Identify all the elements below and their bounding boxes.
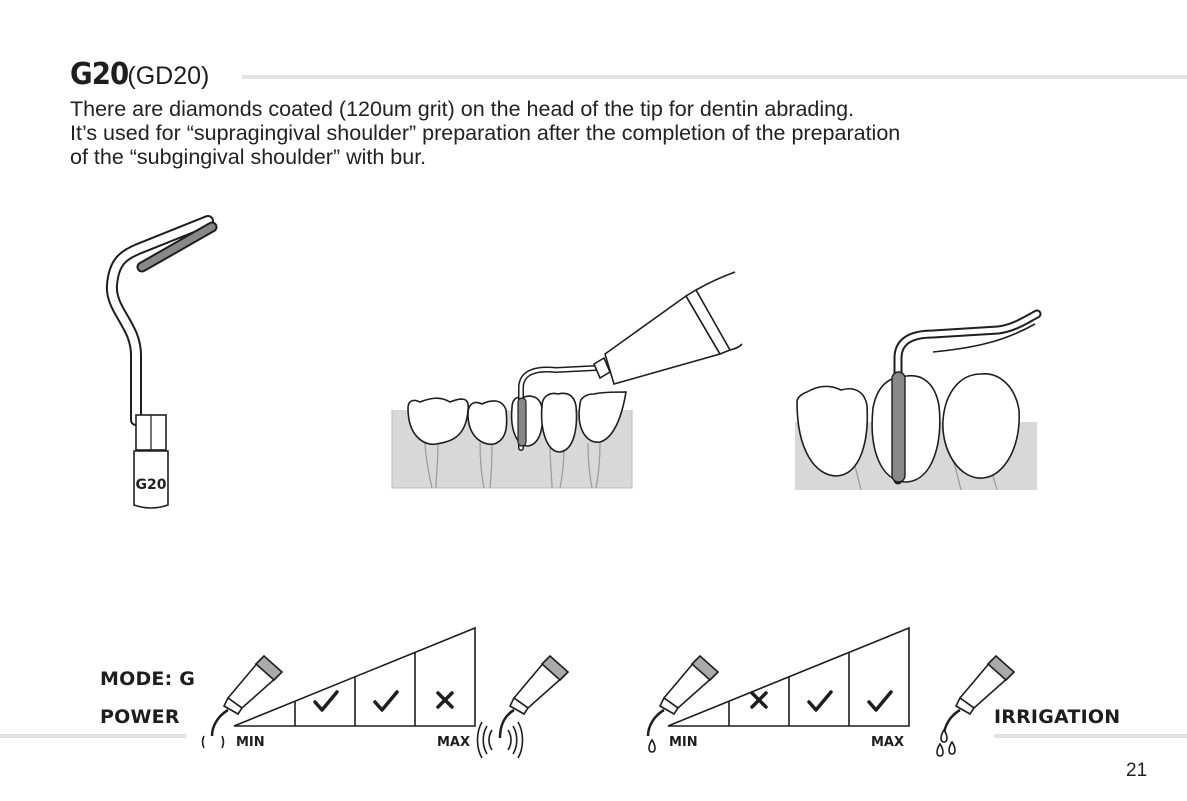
irrigation-level-scale <box>667 626 910 727</box>
tip-code: G20 <box>70 57 129 92</box>
power-level-check-mark <box>373 690 399 712</box>
power-min-label: MIN <box>236 735 265 750</box>
handpiece-low-irrigation-icon <box>646 654 720 753</box>
irrigation-level-cross-mark <box>750 691 768 709</box>
bottom-divider-right <box>994 734 1187 738</box>
description-line: There are diamonds coated (120um grit) o… <box>70 97 855 121</box>
handpiece-low-power-icon <box>201 654 284 749</box>
irrigation-max-label: MAX <box>871 735 905 750</box>
tip-engraving: G20 <box>136 477 167 493</box>
clinical-illustration-closeup <box>795 309 1042 491</box>
description: There are diamonds coated (120um grit) o… <box>70 97 1110 169</box>
power-max-label: MAX <box>437 735 471 750</box>
mode-label: MODE: G <box>100 668 196 690</box>
irrigation-level-check-mark <box>867 690 893 712</box>
tip-illustration: G20 <box>105 215 218 509</box>
description-line: It’s used for “supragingival shoulder” p… <box>70 121 901 145</box>
irrigation-label: IRRIGATION <box>994 706 1121 728</box>
power-level-check-mark <box>313 690 339 712</box>
page-title: G20(GD20) <box>70 60 209 90</box>
irrigation-min-label: MIN <box>669 735 698 750</box>
page-number: 21 <box>1126 760 1148 781</box>
power-level-cross-mark <box>436 691 454 709</box>
handpiece-high-power-icon <box>476 654 570 759</box>
description-line: of the “subgingival shoulder” with bur. <box>70 145 427 169</box>
power-level-scale <box>233 626 476 727</box>
power-label: POWER <box>100 706 180 728</box>
clinical-illustration-row <box>391 271 743 489</box>
tip-model: (GD20) <box>127 62 210 90</box>
title-divider <box>242 75 1187 79</box>
irrigation-level-check-mark <box>807 690 833 712</box>
bottom-divider-left <box>0 734 186 738</box>
handpiece-high-irrigation-icon <box>936 654 1016 757</box>
